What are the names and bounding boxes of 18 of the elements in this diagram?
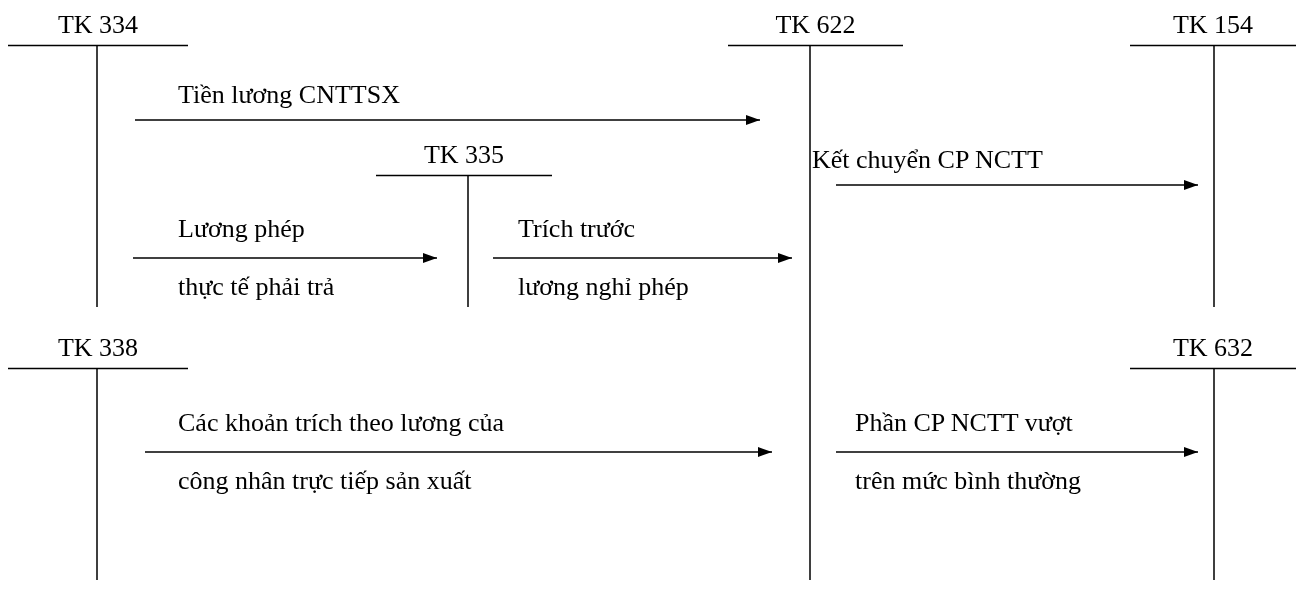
edge-label: Kết chuyển CP NCTT — [812, 145, 1043, 175]
arrow — [132, 253, 438, 263]
account-label: TK 334 — [57, 9, 139, 41]
edge-label: Trích trước lương nghỉ phép — [518, 213, 689, 303]
edge-label: Phần CP NCTT vượt trên mức bình thường — [855, 407, 1082, 497]
arrow — [492, 253, 793, 263]
account-label: TK 154 — [1172, 9, 1254, 41]
arrow — [835, 180, 1199, 190]
arrow — [835, 447, 1199, 457]
account-label: TK 338 — [57, 332, 139, 364]
arrow — [134, 115, 761, 125]
arrow — [144, 447, 773, 457]
account-label: TK 632 — [1172, 332, 1254, 364]
account-label: TK 622 — [775, 9, 856, 41]
edge-label: Lương phép thực tế phải trả — [178, 213, 335, 303]
account-label: TK 335 — [423, 139, 505, 171]
edge-label: Các khoản trích theo lương của công nhân trực tiếp sản xuất — [178, 407, 504, 497]
edge-label: Tiền lương CNTTSX — [178, 80, 400, 110]
